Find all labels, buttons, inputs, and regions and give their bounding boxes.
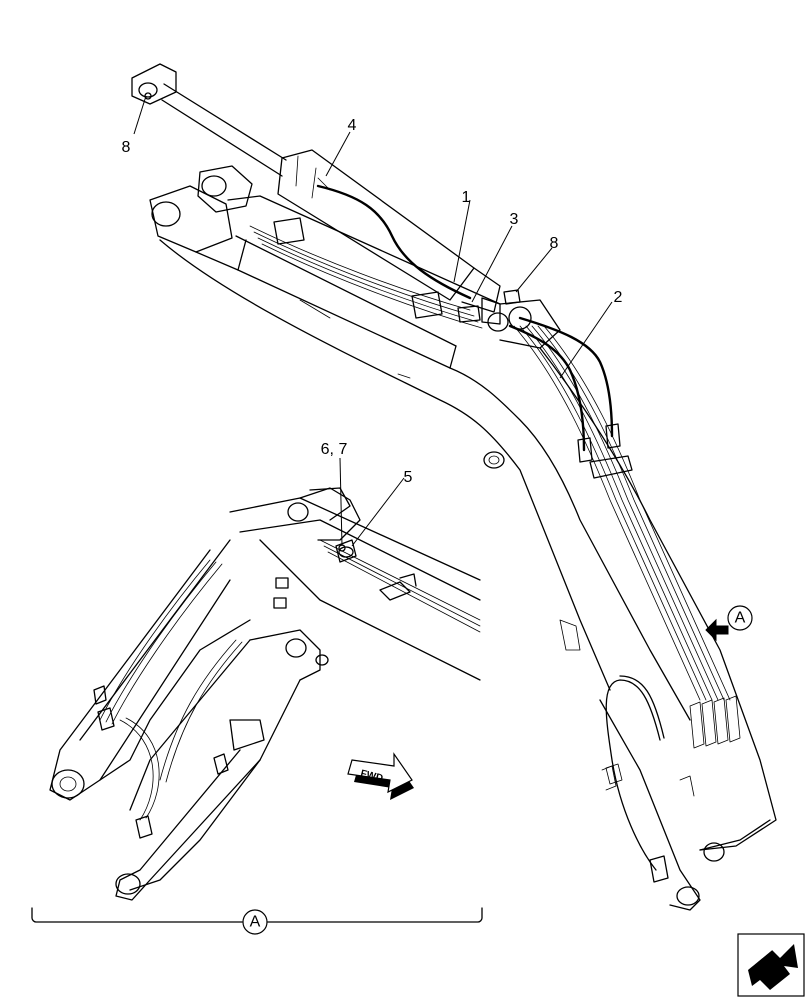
view-a-bracket: A [31,907,483,935]
main-boom-assembly [131,63,777,911]
callout-2: 2 [614,289,623,306]
view-a-circle [727,605,753,631]
grease-fitting-item-8-top [144,92,152,100]
callout-4: 4 [348,117,357,134]
hose-item-1 [316,177,472,300]
clamp-item-5 [335,539,357,563]
boom-hose-bundle [249,217,741,749]
callout-3: 3 [510,211,519,228]
callout-8-mid: 8 [550,235,559,252]
view-a-detail [49,487,481,901]
hose-item-2 [508,316,621,463]
view-a-arrow-marker: A [705,605,753,642]
fitting-item-3 [457,297,509,332]
view-a-bracket-label: A [250,914,261,931]
leader-lines [133,95,613,547]
callout-labels: 1 2 3 4 5 6, 7 8 8 [122,117,623,486]
callout-6-7: 6, 7 [321,441,348,458]
fwd-arrow: FWD [347,752,414,800]
callout-8-top: 8 [122,139,131,156]
arm-cylinder [131,63,501,313]
view-a-arrow-label: A [735,610,746,627]
grease-fitting-item-8-mid [503,289,532,330]
fwd-label: FWD [359,768,384,784]
boom-loop-hose [605,675,669,883]
view-a-bracket-circle [242,909,268,935]
continue-arrow-icon[interactable] [737,933,805,997]
boom-body [149,165,777,911]
callout-1: 1 [462,189,471,206]
callout-5: 5 [404,469,413,486]
